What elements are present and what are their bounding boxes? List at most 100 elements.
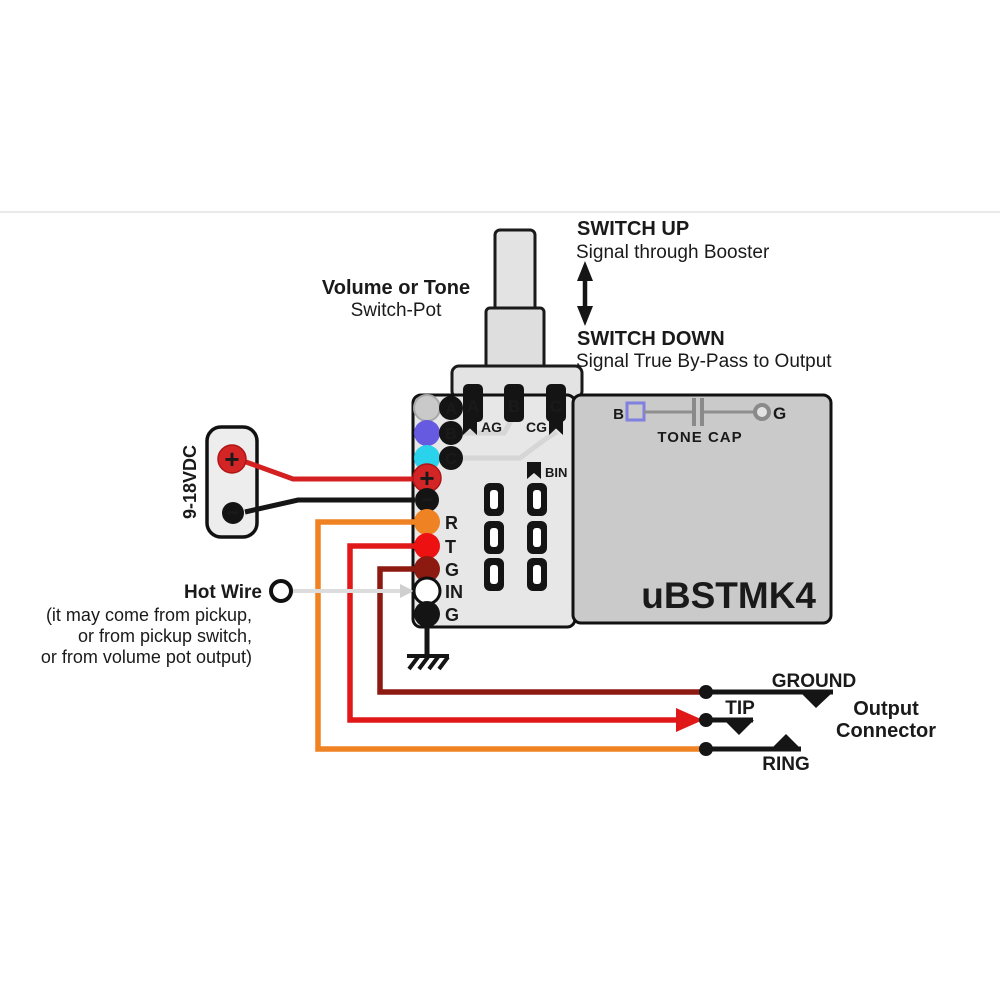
switch-pad — [484, 521, 504, 554]
lug-a-label: A — [467, 397, 479, 416]
badge-b — [439, 421, 463, 445]
pad-r — [414, 509, 440, 535]
bin-label: BIN — [545, 465, 567, 480]
pot-lugs: A B C AG CG — [463, 384, 566, 435]
hot-wire-terminal-icon — [269, 579, 293, 603]
lug-a — [463, 384, 483, 422]
hot-wire-note-3: or from volume pot output) — [41, 647, 252, 667]
capacitor-plate-icon — [692, 398, 696, 426]
wire-tip — [347, 543, 680, 723]
capacitor-plate-icon — [700, 398, 704, 426]
pot-labels: Volume or Tone Switch-Pot — [322, 277, 470, 321]
ground-label: GROUND — [772, 671, 856, 692]
up-down-arrow-icon — [577, 261, 593, 326]
ring-contact-icon — [771, 734, 801, 749]
switch-pad — [527, 521, 547, 554]
switch-up-desc: Signal through Booster — [576, 242, 770, 263]
tip-label: TIP — [725, 698, 755, 719]
lug-b-label: B — [508, 397, 520, 416]
hot-wire-note-2: or from pickup switch, — [78, 626, 252, 646]
module-name: uBSTMK4 — [641, 575, 816, 616]
ring-junction-dot — [699, 742, 713, 756]
lug-c-label: C — [550, 397, 562, 416]
flag-bin-icon — [527, 462, 541, 479]
tone-cap-section: B G TONE CAP — [613, 398, 786, 446]
badge-c-label: C — [445, 451, 457, 468]
tip-junction-dot — [699, 713, 713, 727]
lug-b — [504, 384, 524, 422]
pad-in — [412, 576, 442, 606]
pin-label-g2: G — [445, 605, 459, 625]
power-terminals: + − — [217, 444, 247, 525]
switch-pad — [484, 483, 504, 516]
pad-t — [414, 533, 440, 559]
hot-wire-label: Hot Wire — [184, 582, 262, 603]
wire-power-negative — [244, 497, 415, 515]
ring-label: RING — [762, 754, 810, 775]
pin-label-r: R — [445, 513, 458, 533]
wire-ground — [377, 566, 704, 695]
hot-wire-note-1: (it may come from pickup, — [46, 605, 252, 625]
pot-bushing — [484, 306, 546, 372]
flag-cg-label: CG — [526, 419, 547, 435]
switch-pad — [527, 483, 547, 516]
pad-c — [414, 445, 440, 471]
pad-g2 — [414, 601, 440, 627]
output-connector-title-line2: Connector — [836, 720, 936, 742]
pad-g1 — [414, 556, 440, 582]
pad-a — [413, 394, 441, 422]
switch-down-desc: Signal True By-Pass to Output — [576, 351, 832, 372]
switch-pad — [527, 558, 547, 591]
pad-b — [414, 420, 440, 446]
tone-cap-g-label: G — [773, 404, 786, 423]
power-connector: 9-18VDC — [180, 425, 259, 539]
pin-label-t: T — [445, 537, 456, 557]
pad-minus — [415, 488, 439, 512]
flag-ag-label: AG — [481, 419, 502, 435]
trace-c — [462, 429, 559, 461]
badge-b-label: B — [445, 426, 457, 443]
switch-down-title: SWITCH DOWN — [577, 328, 725, 350]
pot-shaft — [493, 228, 537, 314]
wire-power-positive — [245, 459, 415, 482]
hot-wire-annotation: Hot Wire (it may come from pickup, or fr… — [41, 579, 293, 667]
ground-contact-icon — [800, 692, 833, 708]
power-minus-symbol: − — [227, 500, 240, 525]
module-pads: A B C + − R T G IN G — [412, 394, 463, 627]
wire-ring — [315, 519, 704, 752]
hot-wire-arrowhead-icon — [400, 584, 414, 598]
flag-ag-icon — [463, 416, 477, 435]
power-plus-symbol: + — [224, 444, 239, 474]
power-voltage-label: 9-18VDC — [180, 445, 200, 519]
switch-legend: SWITCH UP Signal through Booster SWITCH … — [576, 218, 832, 372]
pad-minus-symbol: − — [421, 487, 434, 512]
tone-cap-caption: TONE CAP — [657, 429, 742, 446]
pin-label-g1: G — [445, 560, 459, 580]
switch-pot — [450, 228, 584, 400]
badge-c — [439, 446, 463, 470]
tone-cap-b-label: B — [613, 406, 624, 423]
flag-cg-icon — [549, 416, 563, 435]
tip-arrowhead-icon — [676, 708, 703, 732]
tone-cap-g-terminal-icon — [753, 403, 771, 421]
page-divider — [0, 211, 1000, 213]
ground-junction-dot — [699, 685, 713, 699]
power-plus-terminal — [217, 444, 247, 474]
power-minus-terminal — [222, 502, 244, 524]
badge-a — [439, 396, 463, 420]
lug-c — [546, 384, 566, 422]
output-connector: GROUND TIP RING Output Connector — [676, 671, 936, 775]
switch-solder-pads: BIN — [484, 462, 567, 591]
pot-subtitle: Switch-Pot — [351, 300, 443, 321]
ground-symbol-icon — [407, 654, 450, 671]
pad-plus-symbol: + — [419, 463, 434, 493]
tip-contact-icon — [724, 720, 754, 735]
output-connector-title-line1: Output — [853, 698, 919, 720]
pot-title: Volume or Tone — [322, 277, 470, 299]
module-right-board — [571, 393, 833, 625]
switch-up-title: SWITCH UP — [577, 218, 689, 240]
pin-label-in: IN — [445, 582, 463, 602]
badge-a-label: A — [445, 401, 457, 418]
